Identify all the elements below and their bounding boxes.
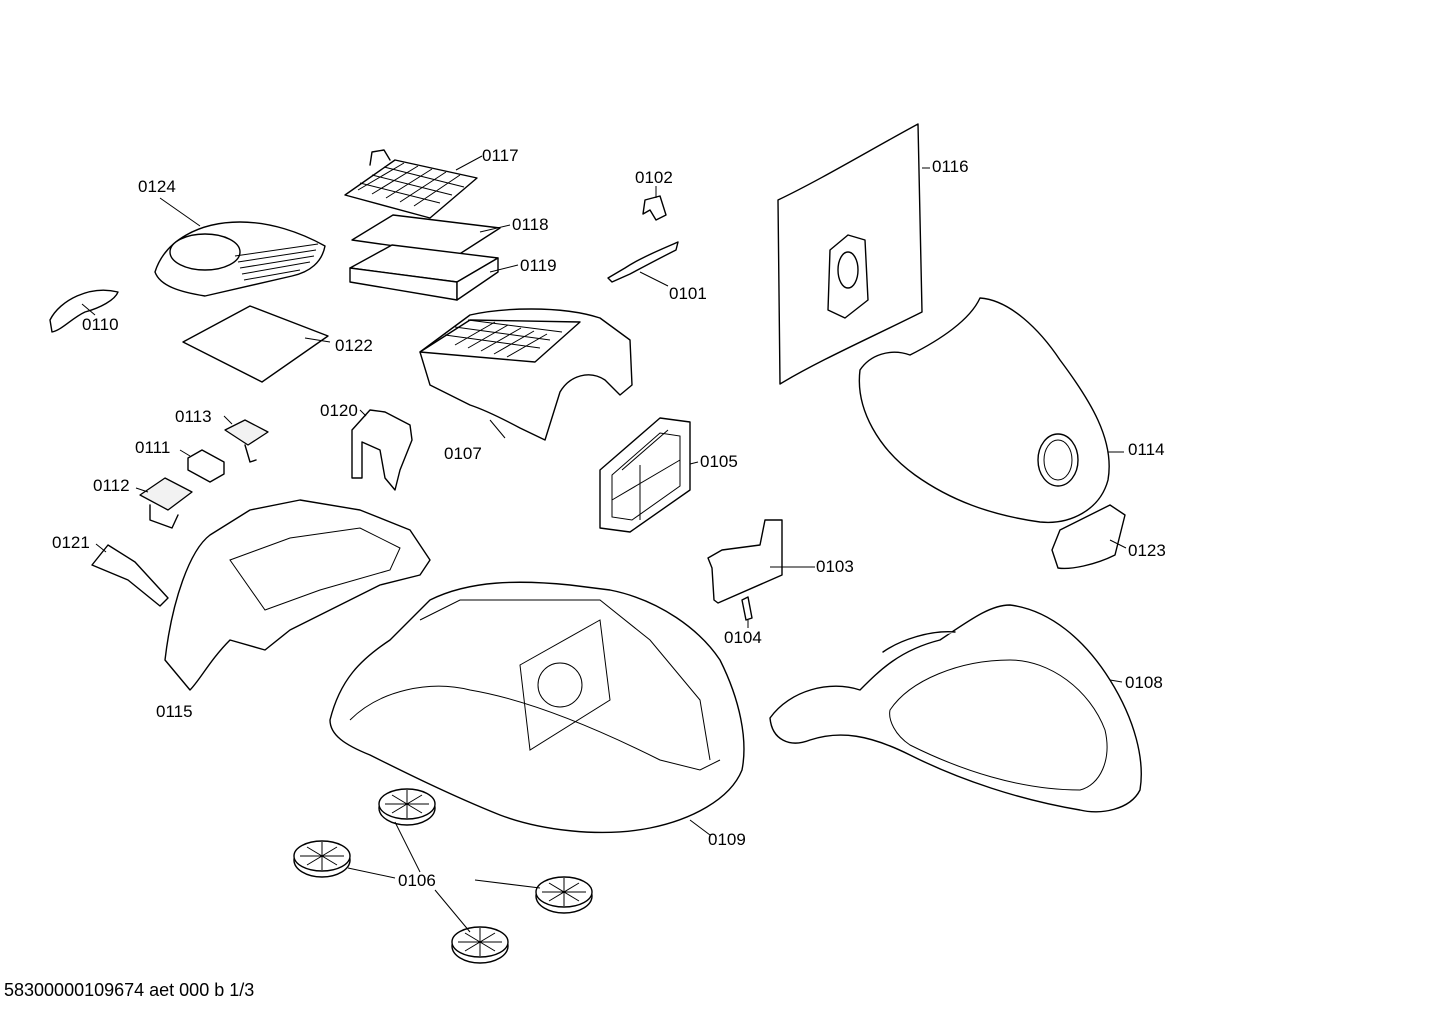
part-0109-drawing (329, 581, 745, 834)
part-0117-drawing (344, 149, 478, 219)
part-0122-drawing (182, 305, 329, 383)
part-0107-drawing (419, 308, 633, 441)
part-0123-drawing (1051, 504, 1126, 570)
part-labels: 0101 0102 0103 0104 0105 0106 0107 0108 … (52, 146, 1166, 890)
part-label-0105: 0105 (700, 452, 738, 471)
part-label-0108: 0108 (1125, 673, 1163, 692)
part-0104-drawing (741, 596, 753, 621)
part-label-0111: 0111 (135, 438, 170, 457)
part-label-0112: 0112 (93, 476, 130, 495)
part-0111-drawing (187, 449, 225, 483)
part-label-0114: 0114 (1128, 440, 1165, 459)
part-label-0113: 0113 (175, 407, 212, 426)
part-label-0119: 0119 (520, 256, 557, 275)
part-label-0120: 0120 (320, 401, 358, 420)
part-0115-drawing (164, 499, 431, 691)
part-0105-drawing (599, 417, 691, 533)
part-label-0107: 0107 (444, 444, 482, 463)
part-label-0115: 0115 (156, 702, 193, 721)
part-label-0116: 0116 (932, 157, 969, 176)
part-0108-drawing (769, 604, 1142, 813)
part-label-0122: 0122 (335, 336, 373, 355)
part-0116-drawing (777, 123, 923, 385)
part-0114-drawing (858, 297, 1110, 524)
document-id-footer: 58300000109674 aet 000 b 1/3 (4, 980, 255, 1000)
part-label-0104: 0104 (724, 628, 762, 647)
part-label-0103: 0103 (816, 557, 854, 576)
part-0103-drawing (707, 519, 783, 604)
part-0106-drawing (293, 788, 593, 964)
part-0120-drawing (351, 409, 413, 491)
part-0102-drawing (642, 195, 667, 221)
part-0101-drawing (607, 241, 679, 283)
part-0112-drawing (139, 477, 193, 529)
part-label-0118: 0118 (512, 215, 549, 234)
leader-lines (81, 155, 1127, 933)
part-label-0101: 0101 (669, 284, 707, 303)
part-0119-drawing (349, 244, 499, 301)
part-label-0123: 0123 (1128, 541, 1166, 560)
part-0124-drawing (154, 221, 326, 297)
part-label-0110: 0110 (82, 315, 119, 334)
part-label-0106: 0106 (398, 871, 436, 890)
part-label-0102: 0102 (635, 168, 673, 187)
part-label-0121: 0121 (52, 533, 90, 552)
part-label-0117: 0117 (482, 146, 519, 165)
part-label-0124: 0124 (138, 177, 176, 196)
part-0121-drawing (91, 544, 169, 607)
part-label-0109: 0109 (708, 830, 746, 849)
part-0113-drawing (224, 419, 269, 463)
part-0110-drawing (49, 289, 119, 333)
